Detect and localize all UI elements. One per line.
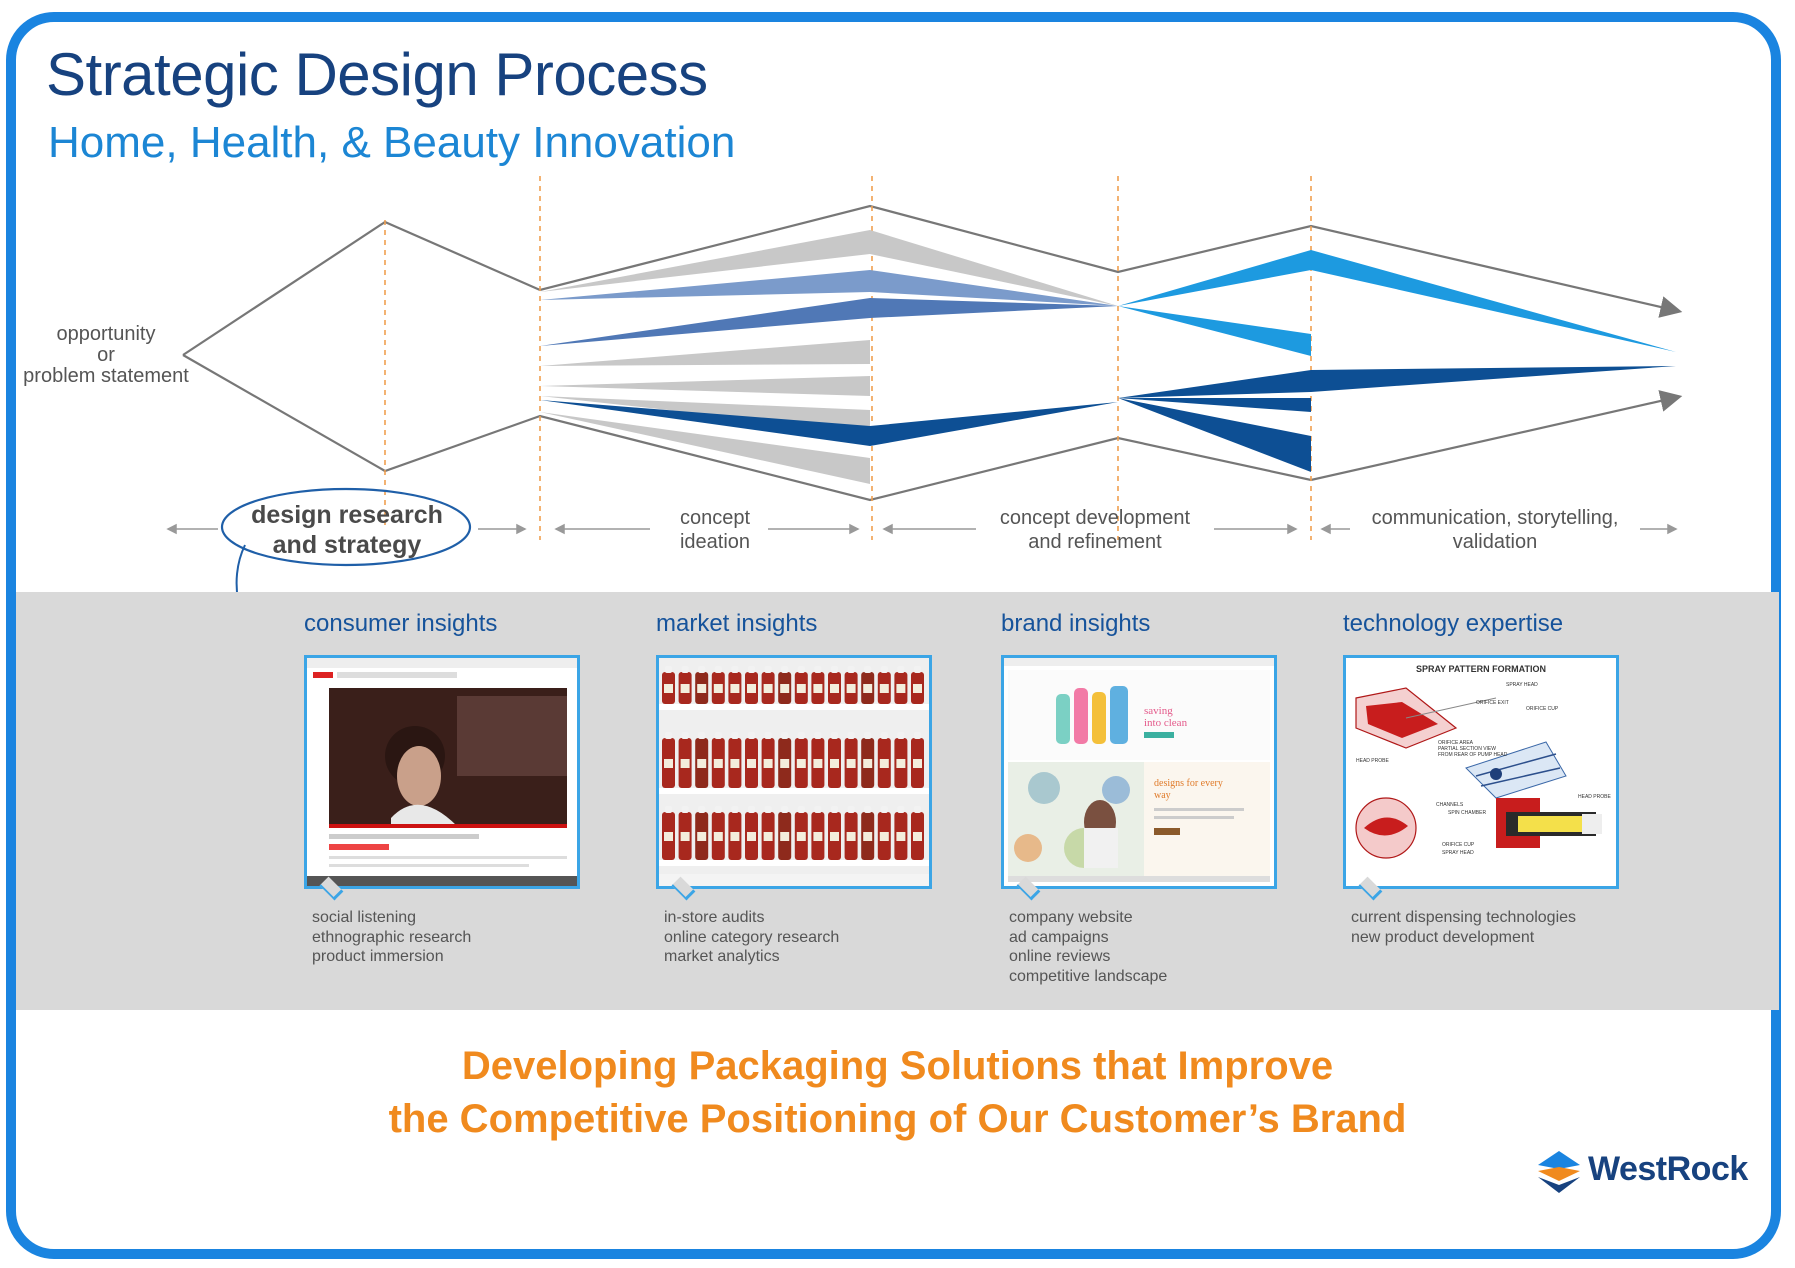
stage-design-research: design research and strategy [232, 500, 462, 560]
stage-2-line-2: ideation [640, 530, 790, 554]
insight-bullets: in-store audits online category research… [664, 908, 839, 967]
insight-bullets: current dispensing technologies new prod… [1351, 908, 1576, 947]
diagram-label: FROM REAR OF PUMP HEAD [1438, 752, 1508, 758]
bullet: in-store audits [664, 908, 839, 928]
comm-navy-1 [1311, 366, 1676, 392]
insight-title: market insights [656, 610, 976, 638]
insight-panel-consumer: consumer insights social listening ethno… [304, 610, 624, 638]
insight-title: technology expertise [1343, 610, 1663, 638]
bullet: online reviews [1009, 947, 1167, 967]
diagram-label: HEAD PROBE [1356, 758, 1389, 764]
insight-bullets: social listening ethnographic research p… [312, 908, 471, 967]
insight-title: consumer insights [304, 610, 624, 638]
bullet: market analytics [664, 947, 839, 967]
stage-3-line-1: concept development [970, 506, 1220, 530]
insight-panel-brand: brand insights saving into clean designs… [1001, 610, 1321, 638]
insight-panel-technology: technology expertise SPRAY PATTERN FORMA… [1343, 610, 1663, 638]
origin-label: opportunity or problem statement [16, 324, 196, 387]
stage-1-line-1: design research [232, 500, 462, 530]
origin-line-1: opportunity [16, 324, 196, 345]
brand-name: WestRock [1588, 1150, 1748, 1189]
stage-2-line-1: concept [640, 506, 790, 530]
store-shelf-ketchup-photo [656, 655, 932, 889]
communication-fans [1311, 250, 1676, 392]
brand-website-screenshot: saving into clean designs for every way [1001, 655, 1277, 889]
diagram-label: HEAD PROBE [1578, 794, 1611, 800]
insight-panel-market: market insights in-store audits online c… [656, 610, 976, 638]
origin-line-3: problem statement [16, 366, 196, 387]
bullet: ad campaigns [1009, 928, 1167, 948]
spray-pattern-diagram: SPRAY PATTERN FORMATION SPRAY HEAD ORIFI… [1343, 655, 1619, 889]
bullet: online category research [664, 928, 839, 948]
stage-concept-ideation: concept ideation [640, 506, 790, 554]
stage-communication: communication, storytelling, validation [1350, 506, 1640, 554]
tagline-line-1: Developing Packaging Solutions that Impr… [0, 1040, 1795, 1093]
diagram-label: ORIFICE CUP [1526, 706, 1559, 712]
fan-gray-3 [540, 376, 870, 396]
diagram-label: ORIFICE CUP [1442, 842, 1475, 848]
diagram-label: SPRAY HEAD [1442, 850, 1474, 856]
dev-cyan-1 [1118, 250, 1311, 306]
development-fans [1118, 250, 1311, 472]
stage-1-line-2: and strategy [232, 530, 462, 560]
bullet: ethnographic research [312, 928, 471, 948]
bullet: new product development [1351, 928, 1576, 948]
diagram-title: SPRAY PATTERN FORMATION [1416, 664, 1546, 674]
bullet: current dispensing technologies [1351, 908, 1576, 928]
brand-ad-text: into clean [1144, 717, 1188, 729]
insight-title: brand insights [1001, 610, 1321, 638]
dev-navy-3 [1118, 370, 1311, 398]
tagline-line-2: the Competitive Positioning of Our Custo… [0, 1093, 1795, 1146]
diagram-label: SPRAY HEAD [1506, 682, 1538, 688]
diagram-label: SPIN CHAMBER [1448, 810, 1486, 816]
fan-steel-2 [540, 298, 870, 346]
stage-4-line-1: communication, storytelling, [1350, 506, 1640, 530]
bullet: company website [1009, 908, 1167, 928]
bullet: social listening [312, 908, 471, 928]
westrock-logo-icon [1536, 1141, 1582, 1201]
origin-line-2: or [16, 345, 196, 366]
stage-concept-development: concept development and refinement [970, 506, 1220, 554]
tagline: Developing Packaging Solutions that Impr… [0, 1040, 1795, 1146]
diagram-label: CHANNELS [1436, 802, 1464, 808]
stage-3-line-2: and refinement [970, 530, 1220, 554]
brand-ad-text: saving [1144, 705, 1173, 717]
insight-bullets: company website ad campaigns online revi… [1009, 908, 1167, 986]
bullet: product immersion [312, 947, 471, 967]
fan-gray-2 [540, 340, 870, 366]
brand-ad-text: designs for every [1154, 778, 1223, 789]
youtube-video-screenshot [304, 655, 580, 889]
ideation-fans [540, 230, 870, 484]
bullet: competitive landscape [1009, 967, 1167, 987]
dev-cyan-2 [1118, 306, 1311, 356]
diagram-label: ORIFICE EXIT [1476, 700, 1509, 706]
brand-ad-text: way [1154, 790, 1171, 801]
stage-4-line-2: validation [1350, 530, 1640, 554]
